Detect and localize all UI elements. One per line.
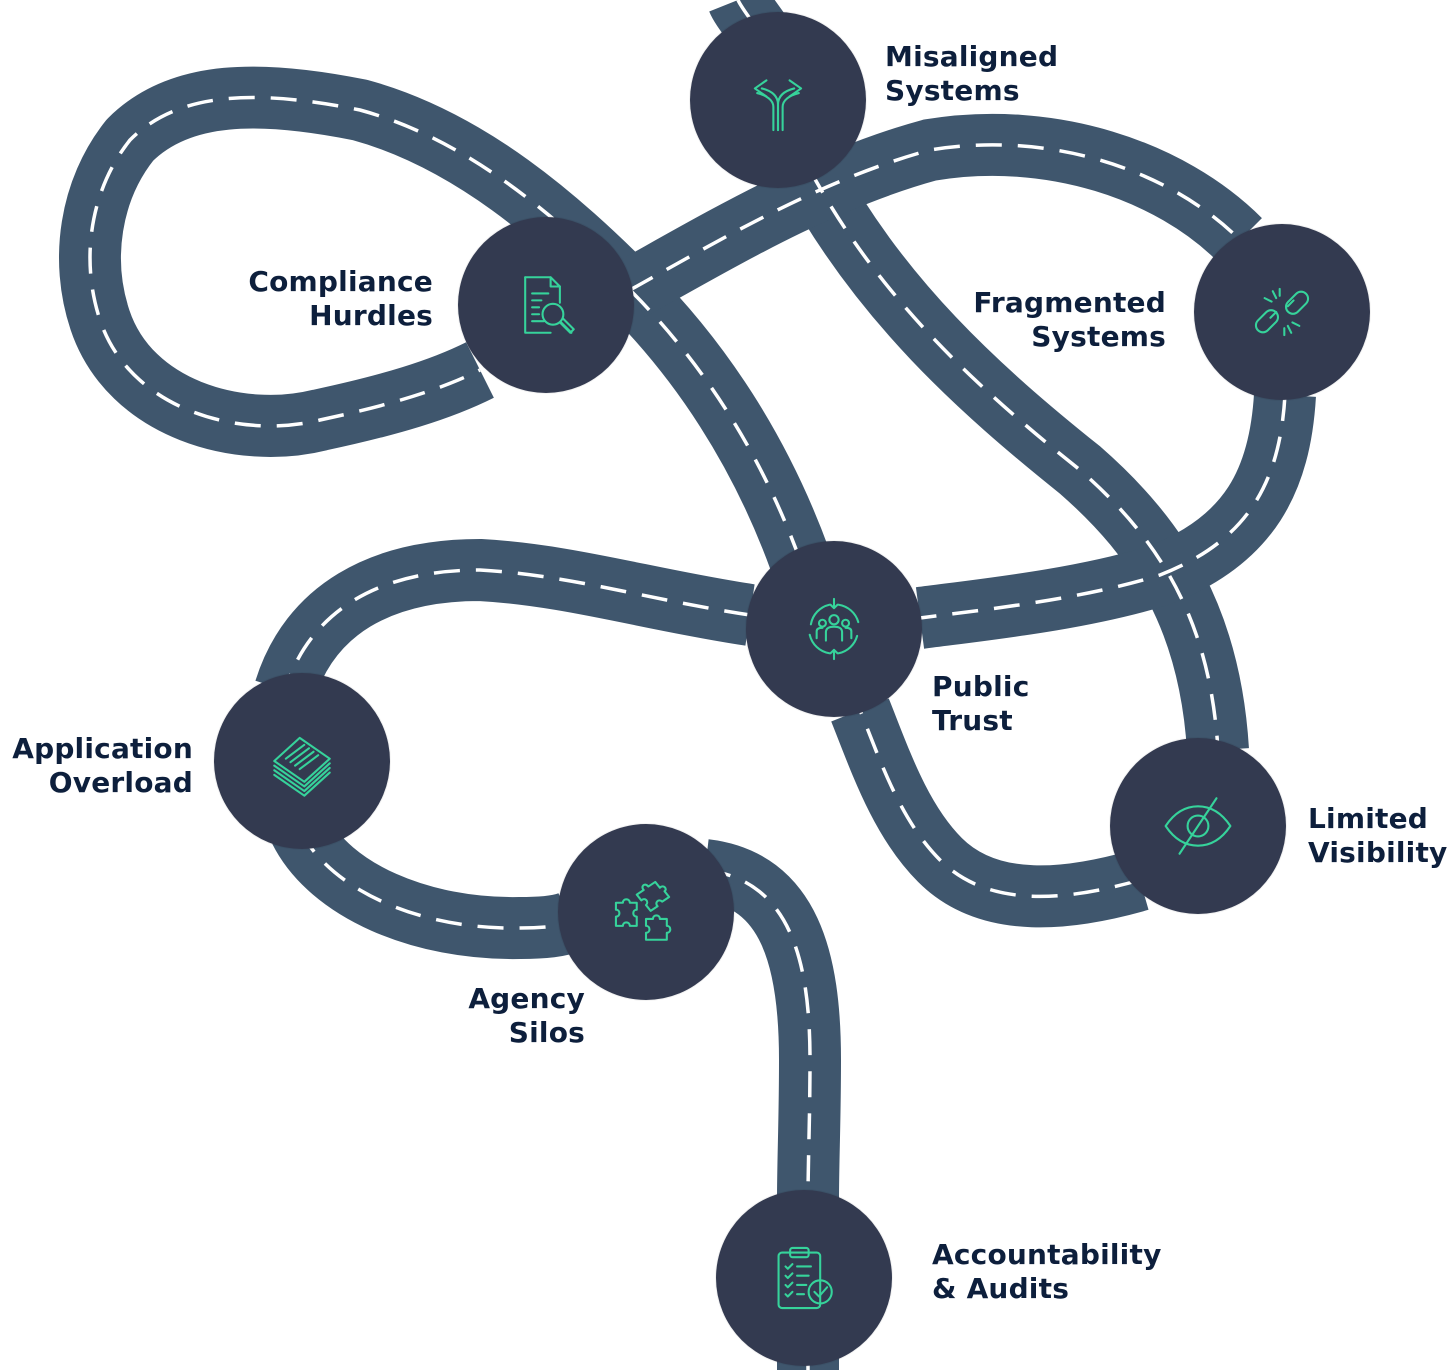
- label-limited-visibility: Limited Visibility: [1308, 802, 1448, 869]
- road-seg-compliance-fragmented-dash: [629, 143, 1242, 292]
- node-compliance-hurdles: [458, 217, 634, 393]
- puzzle-pieces-icon: [614, 880, 672, 941]
- road-seg-application-agency-dash: [298, 829, 571, 930]
- node-misaligned-systems: [690, 12, 866, 188]
- node-accountability-audits: [716, 1190, 892, 1366]
- broken-chain-icon: [1254, 287, 1310, 337]
- road-seg-misaligned-limited-dash: [808, 169, 1220, 751]
- stacked-papers-icon: [273, 736, 331, 797]
- label-agency-silos: Agency Silos: [468, 982, 585, 1049]
- node-fragmented-systems: [1194, 224, 1370, 400]
- label-misaligned-systems: Misaligned Systems: [885, 40, 1059, 107]
- road-seg-limited-public-dash: [858, 709, 1141, 899]
- label-fragmented-systems: Fragmented Systems: [973, 286, 1166, 353]
- road-seg-public-application: [255, 539, 755, 701]
- label-public-trust: Public Trust: [932, 670, 1030, 737]
- label-compliance-hurdles: Compliance Hurdles: [248, 265, 433, 332]
- document-search-icon: [524, 276, 575, 334]
- eye-off-icon: [1164, 797, 1232, 855]
- label-application-overload: Application Overload: [12, 732, 193, 799]
- road-seg-agency-accountability-dash: [704, 868, 812, 1201]
- node-application-overload: [214, 673, 390, 849]
- road-seg-public-application-dash: [283, 568, 751, 691]
- node-agency-silos: [558, 824, 734, 1000]
- label-accountability-audits: Accountability & Audits: [932, 1238, 1162, 1305]
- clipboard-check-icon: [777, 1246, 833, 1310]
- node-limited-visibility: [1110, 738, 1286, 914]
- road-seg-fragmented-public-dash: [919, 394, 1287, 620]
- road-seg-public-compliance: [59, 66, 830, 571]
- fork-arrows-icon: [753, 79, 803, 132]
- road-seg-public-compliance-dash: [88, 95, 802, 561]
- node-public-trust: [746, 541, 922, 717]
- people-cycle-icon: [808, 597, 860, 661]
